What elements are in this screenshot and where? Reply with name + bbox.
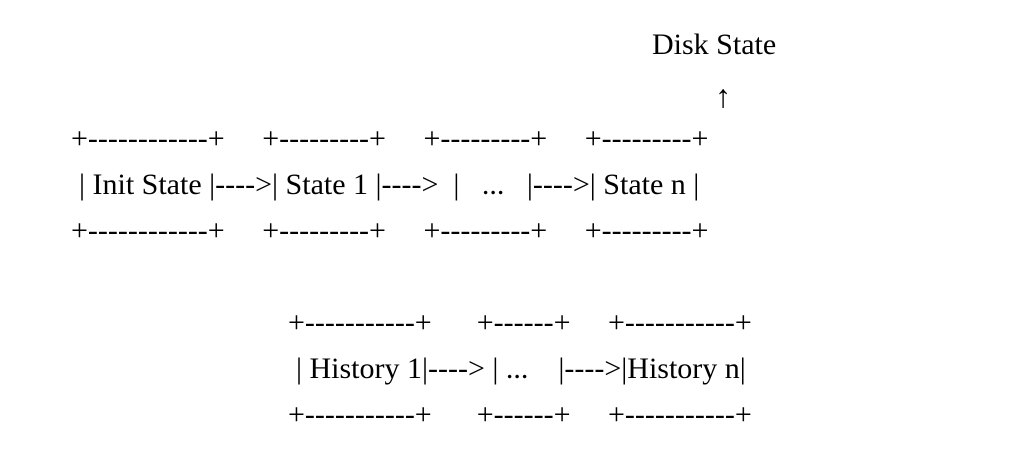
history-chain-bottom-border: +-----------+ +------+ +-----------+ (288, 398, 752, 431)
disk-state-label: Disk State (652, 28, 777, 61)
state-chain-bottom-border: +------------+ +---------+ +---------+ +… (71, 214, 709, 247)
history-chain-nodes: | History 1|----> | ... |---->|History n… (296, 352, 746, 385)
up-arrow-icon: ↑ (715, 78, 731, 114)
history-chain-top-border: +-----------+ +------+ +-----------+ (288, 306, 752, 339)
state-chain-nodes: | Init State |---->| State 1 |----> | ..… (79, 168, 700, 201)
state-chain-top-border: +------------+ +---------+ +---------+ +… (71, 122, 709, 155)
